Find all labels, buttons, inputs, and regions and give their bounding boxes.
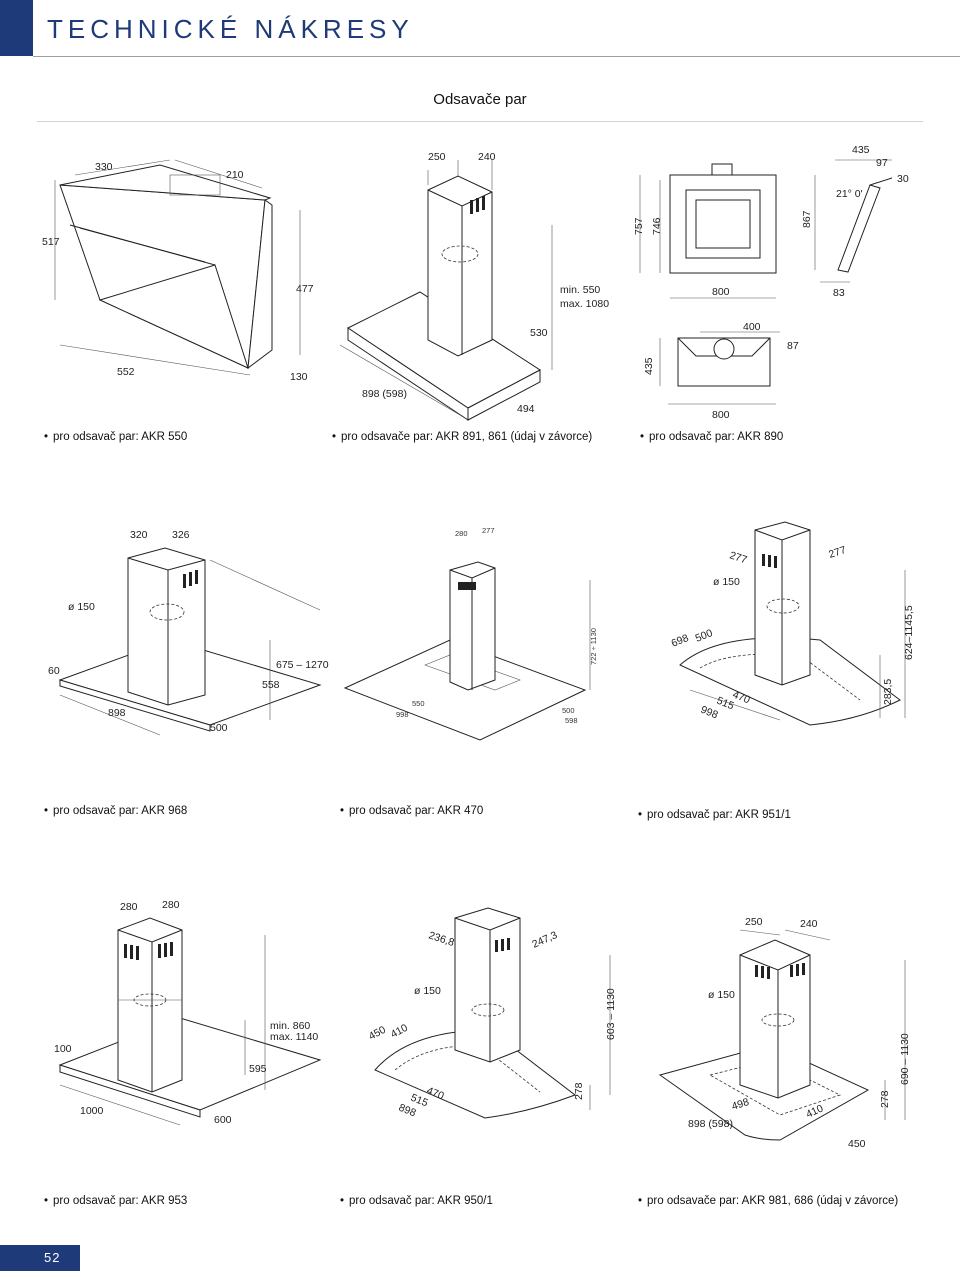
- dim-d6-b: 277: [827, 544, 848, 561]
- dim-d3-c: 800: [712, 286, 730, 298]
- dim-d4-e: 675 – 1270: [276, 659, 329, 671]
- page-title: TECHNICKÉ NÁKRESY: [47, 14, 414, 44]
- caption-akr-950: pro odsavač par: AKR 950/1: [340, 1195, 493, 1207]
- dim-d6-c: ø 150: [713, 576, 740, 588]
- dim-d8-c: ø 150: [414, 985, 441, 997]
- dim-d3-d: 400: [743, 321, 761, 333]
- dim-d4-g: 898: [108, 707, 126, 719]
- dim-d3-f: 435: [643, 357, 655, 375]
- header-accent-bar: [0, 0, 33, 56]
- dim-d8-b: 247,3: [530, 929, 559, 951]
- dim-d1-b: 210: [226, 169, 244, 181]
- dim-d2-b: 240: [478, 151, 496, 163]
- dim-d6-e: 500: [694, 627, 715, 645]
- dim-d3-m: 83: [833, 287, 845, 299]
- section-title: Odsavače par: [433, 91, 527, 108]
- dim-d1-e: 552: [117, 366, 135, 378]
- dim-d5-b: 277: [482, 526, 495, 535]
- dim-d1-a: 330: [95, 161, 113, 173]
- drawing-akr-950: 236,8 247,3 ø 150 603 – 1130 450 410 470…: [367, 907, 617, 1119]
- dim-d9-f: 498: [730, 1096, 751, 1113]
- dim-d2-e: 530: [530, 327, 548, 339]
- dim-d2-c: min. 550: [560, 284, 600, 296]
- dim-d9-e: 278: [879, 1090, 891, 1108]
- dim-d6-f: 624–1145,5: [903, 605, 915, 660]
- dim-d5-e: 998: [396, 710, 409, 719]
- caption-akr-890: pro odsavač par: AKR 890: [640, 431, 783, 443]
- dim-d3-b: 746: [651, 217, 663, 235]
- dim-d6-a: 277: [728, 549, 749, 566]
- dim-d8-j: 278: [573, 1082, 585, 1100]
- caption-akr-550: pro odsavač par: AKR 550: [44, 431, 187, 443]
- drawing-akr-951: 277 277 ø 150 698 500 624–1145,5 470 515…: [670, 521, 915, 726]
- dim-d7-e: max. 1140: [270, 1031, 318, 1043]
- dim-d4-d: 60: [48, 665, 60, 677]
- dim-d3-l: 21° 0': [836, 188, 863, 200]
- drawing-akr-968: 320 326 ø 150 60 675 – 1270 558 898 500: [48, 529, 329, 736]
- page-number-box: [0, 1245, 80, 1271]
- dim-d2-a: 250: [428, 151, 446, 163]
- dim-d2-d: max. 1080: [560, 298, 609, 310]
- dim-d9-d: 690 – 1130: [899, 1033, 911, 1085]
- drawing-akr-470: 280 277 722 ÷ 1130 550 998 500 598: [343, 526, 598, 741]
- dim-d2-f: 898 (598): [362, 388, 407, 400]
- dim-d9-a: 250: [745, 916, 763, 928]
- dim-d4-a: 320: [130, 529, 148, 541]
- dim-d9-h: 898 (598): [688, 1118, 733, 1130]
- dim-d3-h: 867: [801, 210, 813, 228]
- dim-d9-c: ø 150: [708, 989, 735, 1001]
- caption-akr-951: pro odsavač par: AKR 951/1: [638, 809, 791, 821]
- drawing-akr-550: 330 210 517 477 552 130: [42, 159, 314, 383]
- dim-d3-e: 87: [787, 340, 799, 352]
- caption-akr-981: pro odsavače par: AKR 981, 686 (údaj v z…: [638, 1195, 898, 1207]
- dim-d7-a: 280: [120, 901, 138, 913]
- dim-d3-j: 97: [876, 157, 888, 169]
- dim-d6-d: 698: [670, 632, 691, 650]
- dim-d5-f: 500: [562, 706, 575, 715]
- caption-akr-953: pro odsavač par: AKR 953: [44, 1195, 187, 1207]
- dim-d8-f: 410: [389, 1022, 410, 1041]
- dim-d7-d: min. 860: [270, 1020, 310, 1032]
- dim-d7-g: 1000: [80, 1105, 104, 1117]
- dim-d8-a: 236,8: [427, 929, 456, 949]
- dim-d1-f: 130: [290, 371, 308, 383]
- drawing-akr-890: 757 746 800 400 87 435 800 867 435 97 30…: [633, 144, 909, 421]
- dim-d9-i: 450: [848, 1138, 866, 1150]
- dim-d3-i: 435: [852, 144, 870, 156]
- dim-d7-f: 595: [249, 1063, 267, 1075]
- dim-d4-c: ø 150: [68, 601, 95, 613]
- dim-d4-f: 558: [262, 679, 280, 691]
- dim-d5-a: 280: [455, 529, 468, 538]
- drawing-akr-953: 280 280 100 min. 860 max. 1140 595 1000 …: [54, 899, 322, 1126]
- dim-d4-h: 500: [210, 722, 228, 734]
- dim-d7-c: 100: [54, 1043, 72, 1055]
- dim-d4-b: 326: [172, 529, 190, 541]
- page-number: 52: [44, 1250, 61, 1265]
- dim-d7-h: 600: [214, 1114, 232, 1126]
- dim-d3-k: 30: [897, 173, 909, 185]
- dim-d5-g: 598: [565, 716, 578, 725]
- section-rule: [37, 121, 923, 122]
- dim-d8-d: 603 – 1130: [605, 988, 617, 1040]
- dim-d3-a: 757: [633, 217, 645, 235]
- caption-akr-470: pro odsavač par: AKR 470: [340, 805, 483, 817]
- dim-d5-c: 722 ÷ 1130: [589, 628, 598, 665]
- dim-d5-d: 550: [412, 699, 425, 708]
- header-rule: [33, 56, 960, 57]
- dim-d1-d: 477: [296, 283, 314, 295]
- caption-akr-891: pro odsavače par: AKR 891, 861 (údaj v z…: [332, 431, 592, 443]
- caption-akr-968: pro odsavač par: AKR 968: [44, 805, 187, 817]
- dim-d8-e: 450: [367, 1024, 388, 1043]
- dim-d1-c: 517: [42, 236, 60, 248]
- dim-d6-j: 283,5: [882, 679, 894, 705]
- dim-d3-g: 800: [712, 409, 730, 421]
- dim-d7-b: 280: [162, 899, 180, 911]
- dim-d2-g: 494: [517, 403, 535, 415]
- drawing-akr-981: 250 240 ø 150 690 – 1130 278 498 410 898…: [658, 916, 911, 1150]
- drawing-akr-891: 250 240 min. 550 max. 1080 530 898 (598)…: [339, 151, 609, 421]
- dim-d9-b: 240: [800, 918, 818, 930]
